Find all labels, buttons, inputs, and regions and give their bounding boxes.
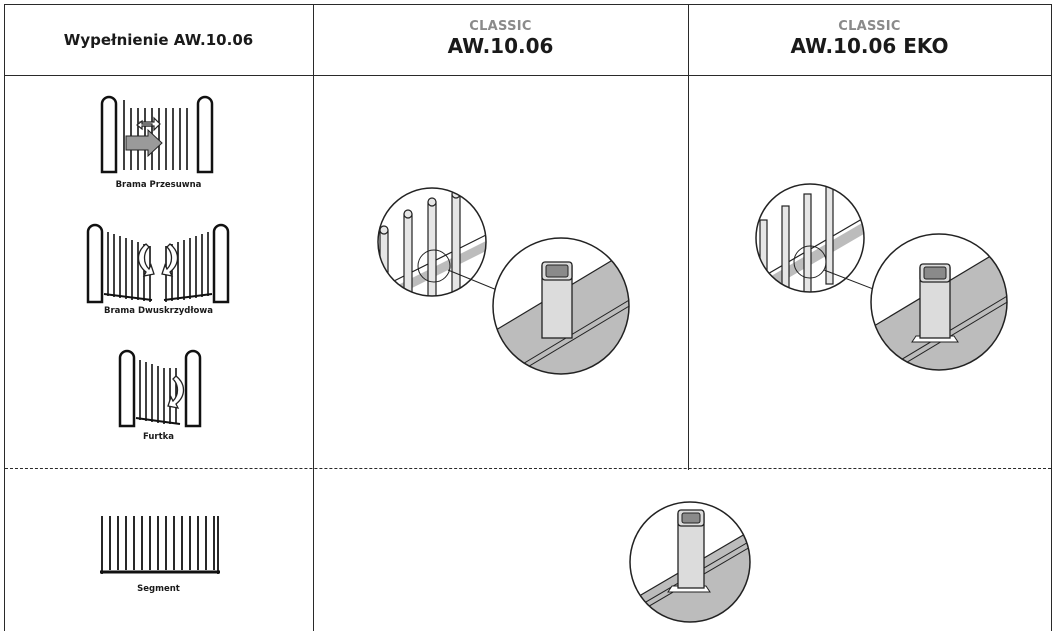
gate-type-label: Brama Przesuwna bbox=[115, 180, 202, 190]
column-header-model: AW.10.06 bbox=[447, 34, 554, 58]
column-header-model-eko: AW.10.06 EKO bbox=[790, 34, 949, 58]
sliding-gate-icon bbox=[100, 95, 214, 174]
column-header-series: CLASSIC bbox=[469, 19, 532, 34]
table-border-right bbox=[1051, 4, 1052, 631]
fence-detail-illustration bbox=[377, 187, 630, 375]
column-divider-2 bbox=[688, 4, 689, 470]
table-border-top bbox=[4, 4, 1052, 5]
gate-type-label: Brama Dwuskrzydłowa bbox=[104, 306, 213, 316]
segment-label: Segment bbox=[137, 584, 180, 594]
wicket-gate-icon bbox=[118, 349, 202, 428]
column-header-fill: Wypełnienie AW.10.06 bbox=[63, 31, 254, 49]
segment-post-detail bbox=[629, 501, 751, 623]
double-wing-gate-icon bbox=[86, 223, 230, 304]
column-header-series-eko: CLASSIC bbox=[838, 19, 901, 34]
fence-detail-illustration-eko bbox=[755, 183, 1008, 371]
table-border-left bbox=[4, 4, 5, 631]
header-divider bbox=[4, 75, 1052, 76]
row-divider-dashed bbox=[5, 468, 1051, 469]
gate-type-label: Furtka bbox=[142, 432, 175, 442]
column-divider-1 bbox=[313, 4, 314, 631]
fence-segment-icon bbox=[100, 516, 220, 574]
